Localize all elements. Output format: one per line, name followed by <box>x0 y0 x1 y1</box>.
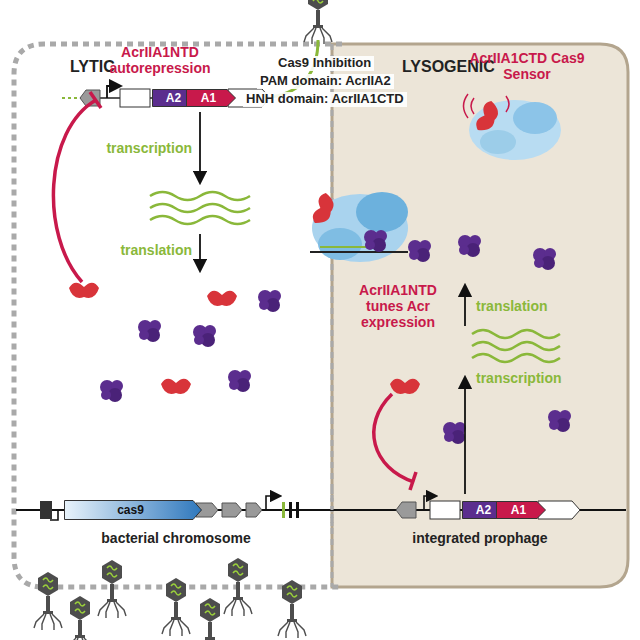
step-label: transcription <box>88 140 192 156</box>
region-heading: LYTIC <box>70 58 115 76</box>
step-label: translation <box>476 298 586 314</box>
part-label: bacterial chromosome <box>92 530 260 546</box>
gene-arrow: A1 <box>496 501 546 519</box>
lytic-region: LYTICA2A1cas9 <box>14 44 332 587</box>
cas9-gene: cas9 <box>64 500 202 520</box>
gene-name: cas9 <box>64 500 202 520</box>
step-label: transcription <box>476 370 596 386</box>
gene-arrow: A1 <box>186 89 236 107</box>
domain-label: PAM domain: AcrIIA2 <box>257 74 394 89</box>
step-label: translation <box>88 242 192 258</box>
protein-label: AcrIIA1CTD Cas9 Sensor <box>462 50 592 82</box>
domain-label: HNH domain: AcrIIA1CTD <box>243 92 407 107</box>
gene-name: A1 <box>496 501 546 519</box>
protein-label: AcrIIA1NTD autorepression <box>92 44 228 76</box>
protein-label: AcrIIA1NTD tunes Acr expression <box>340 282 456 330</box>
heading-label: Cas9 Inhibition <box>275 56 374 71</box>
part-label: integrated prophage <box>400 530 560 546</box>
gene-name: A1 <box>186 89 236 107</box>
